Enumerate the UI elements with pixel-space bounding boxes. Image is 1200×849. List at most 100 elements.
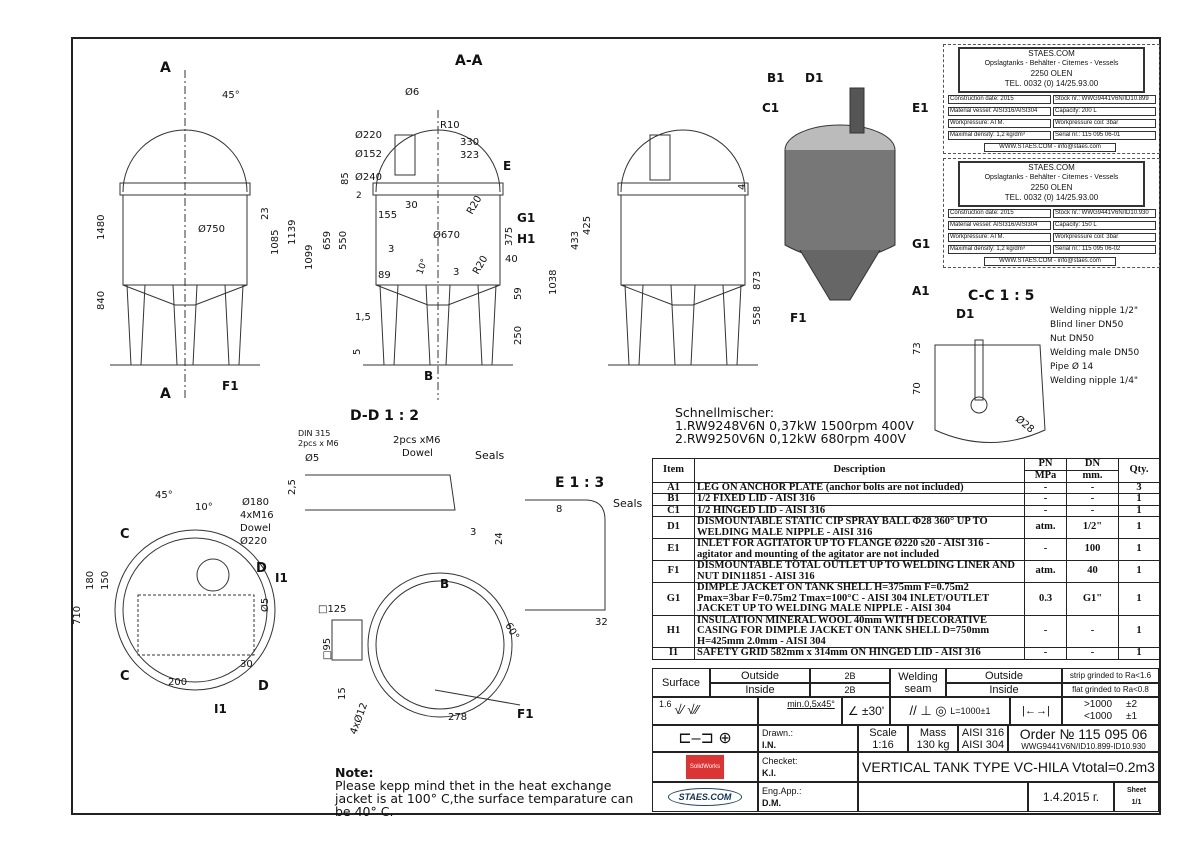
dimension-label: 4xM16 [240, 510, 274, 521]
detail-e-outline [525, 499, 606, 611]
callout-label: D [258, 679, 269, 694]
dimension-label: Seals [613, 497, 643, 510]
cell-item: I1 [652, 647, 695, 660]
nameplate-field: Material vessel: AISI316/AISI304 [948, 221, 1051, 230]
side-view-dome [620, 129, 746, 193]
cell-qty: 1 [1118, 582, 1160, 616]
cell-pn: - [1024, 614, 1067, 648]
header-pn-unit: MPa [1024, 470, 1067, 483]
detail-cc-pipe [974, 339, 984, 401]
callout-label: B1 [767, 71, 785, 85]
callout-label: D1 [956, 307, 974, 321]
weld-outside-value: strip grinded to Ra<1.6 [1062, 668, 1159, 683]
note-title: Note: [335, 765, 374, 780]
dimension-label: Ø220 [240, 535, 267, 547]
cell-description: LEG ON ANCHOR PLATE (anchor bolts are no… [694, 481, 1025, 494]
cell-qty: 1 [1118, 516, 1160, 539]
dimension-label: 558 [752, 306, 763, 325]
dimension-label: Welding nipple 1/2" [1050, 306, 1138, 316]
nameplate-header: STAES.COM Opslagtanks - Behälter - Citer… [958, 47, 1145, 93]
roughness-value: 1.6 [659, 699, 672, 709]
nameplate-field: Material vessel: AISI316/AISI304 [948, 107, 1051, 116]
dimension-label: 1038 [548, 270, 559, 295]
dimension-label: Dowel [240, 523, 271, 534]
dimension-label: 85 [340, 172, 351, 185]
dimension-label: 60° [502, 621, 520, 642]
dimension-label: 150 [100, 571, 111, 590]
nameplate-field: Construction date: 2015 [948, 209, 1051, 218]
chamfer-spec: min.0,5x45° [758, 697, 842, 725]
nameplate-field: Workpressure coil: 3bar [1053, 233, 1156, 242]
dimension-label: 2,5 [287, 479, 298, 495]
cell-item: E1 [652, 538, 695, 561]
side-view-leg [722, 284, 742, 366]
drawn-label: Drawn.: [762, 727, 794, 738]
dimension-label: 8 [556, 504, 562, 515]
cell-item: C1 [652, 504, 695, 517]
dimension-label: 40 [505, 254, 518, 265]
cell-item: H1 [652, 614, 695, 648]
cell-description: SAFETY GRID 582mm x 314mm ON HINGED LID … [694, 647, 1025, 660]
surface-inside-value: 2B [810, 683, 890, 697]
nameplate-field: Maximal density: 1,2 kg/dm³ [948, 131, 1051, 140]
projection-symbol-icon: ⊏‒⊐ ⊕ [652, 725, 758, 752]
dimension-label: 15 [337, 687, 348, 700]
blank-cell [858, 782, 1028, 812]
nameplate-field: Workpressure: ATM. [948, 119, 1051, 128]
dimension-label: 323 [460, 150, 479, 161]
cell-dn: 40 [1066, 560, 1119, 583]
cell-description: INSULATION MINERAL WOOL 40mm WITH DECORA… [694, 614, 1025, 648]
dimension-label: 10° [415, 258, 430, 276]
staes-logo: STAES.COM [652, 782, 758, 812]
dimension-label: 375 [504, 227, 515, 246]
view-b-leg-plate [331, 619, 363, 661]
cell-pn: atm. [1024, 560, 1067, 583]
cell-pn: - [1024, 538, 1067, 561]
section-view-leg [379, 284, 399, 366]
weld-outside-label: Outside [946, 668, 1062, 683]
view-b-inner [375, 580, 505, 710]
dimension-label: 24 [494, 532, 505, 545]
callout-label: F1 [222, 379, 239, 393]
drawn-value: I.N. [762, 739, 777, 750]
dimension-label: Welding male DN50 [1050, 348, 1139, 358]
front-view-leg [224, 284, 244, 366]
front-view-leg [126, 284, 146, 366]
dimension-label: 4 [737, 184, 748, 190]
note: Note: Please kepp mind thet in the heat … [335, 766, 647, 818]
nameplate-field: Serial nr.: 115 095 06-01 [1053, 131, 1156, 140]
header-qty: Qty. [1118, 458, 1160, 483]
front-view-shell [122, 194, 248, 286]
cell-qty: 1 [1118, 614, 1160, 648]
sheet-frame [71, 37, 1161, 815]
nameplate-footer: WWW.STAES.COM - info@staes.com [984, 257, 1116, 266]
dimension-label: Nut DN50 [1050, 334, 1094, 344]
dimension-label: DIN 315 [298, 429, 330, 438]
company: STAES.COM [1028, 49, 1075, 58]
dimension-label: Ø180 [242, 496, 269, 508]
iso-motor [849, 87, 865, 134]
dimension-label: Ø750 [198, 223, 225, 235]
header-description: Description [694, 458, 1025, 483]
dimension-label: R20 [471, 254, 490, 277]
callout-label: I1 [214, 702, 227, 716]
dimension-label: 278 [448, 712, 467, 723]
callout-label: B [440, 577, 449, 591]
solidworks-logo: SolidWorks [685, 755, 725, 779]
callout-label: A [160, 386, 171, 402]
callout-label: A1 [912, 284, 930, 298]
cell-pn: - [1024, 481, 1067, 494]
angle-tolerance-value: ±30' [861, 704, 885, 718]
callout-label: D1 [805, 71, 823, 85]
parallel-perpendicular-concentric-icon: // ⊥ ◎ [909, 703, 951, 718]
cell-description: DISMOUNTABLE TOTAL OUTLET UP TO WELDING … [694, 560, 1025, 583]
view-b-outlet [434, 689, 521, 706]
